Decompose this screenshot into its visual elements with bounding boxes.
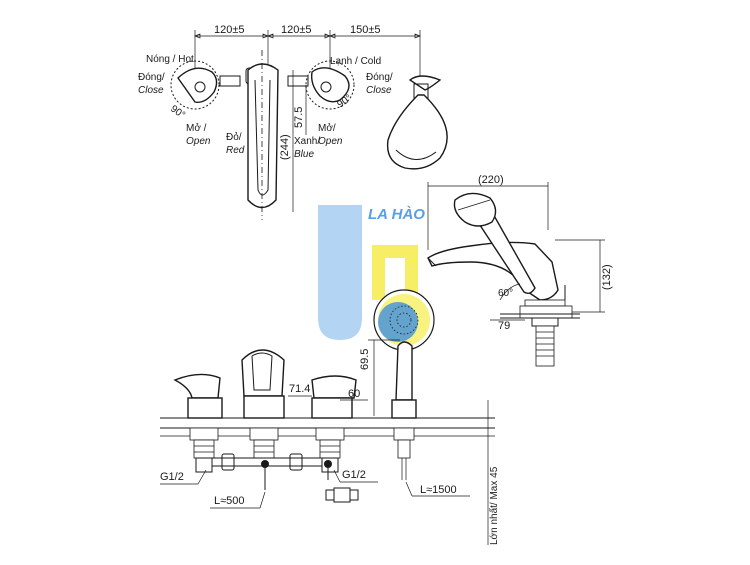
close-right-label: Đóng/ [366,72,393,83]
max-thickness-label: Lớn nhất/ Max 45 [488,466,500,545]
close-left-label: Đóng/ [138,72,165,83]
dim-120-left: 120±5 [214,24,245,36]
front-cold-handle [311,375,357,399]
shower-head-front [373,289,435,351]
blue-label-en: Blue [294,149,314,160]
dim-132: (132) [601,264,613,290]
open-left-label-en: Open [186,136,211,147]
open-left-label: Mở / [186,122,207,134]
close-right-label-en: Close [366,85,392,96]
front-view: Lớn nhất/ Max 45 71.4 60 69.5 [160,339,500,545]
blue-label: Xanh/ [294,136,320,147]
side-spout [427,241,559,301]
l-500-label: L≈500 [214,495,245,507]
dim-244: (244) [279,134,291,160]
top-view: 120±5 120±5 150±5 Nóng / Hot Đóng/ Close… [138,24,448,220]
dim-79: 79 [498,320,510,332]
g-left-label: G1/2 [160,471,184,483]
dim-220: (220) [478,174,504,186]
shower-holder-top [408,75,442,91]
dim-120-right: 120±5 [281,24,312,36]
shower-head-top [386,94,448,170]
hot-label: Nóng / Hot [146,54,194,65]
dim-57-5: 57.5 [293,107,305,128]
dim-69-5: 69.5 [359,349,371,370]
cold-rotation-arc [305,60,355,110]
front-spout [241,349,285,397]
side-shower-head [453,192,497,227]
side-view: (220) (132) 60° 79 [427,174,613,367]
open-right-label: Mở/ [318,122,336,134]
g-right-label: G1/2 [342,469,366,481]
hot-rotation-arc [170,60,220,110]
red-label-en: Red [226,145,245,156]
angle-60-label: 60° [498,288,513,299]
watermark-logo: LA HÀO [318,205,425,340]
watermark-blue-bar [318,205,362,340]
open-right-label-en: Open [318,136,343,147]
dim-150: 150±5 [350,24,381,36]
watermark-yellow-shape [372,245,418,300]
dim-60: 60 [348,388,360,400]
front-hot-handle [173,373,221,399]
red-label: Đỏ/ [226,131,242,143]
dim-71-4: 71.4 [289,383,310,395]
cold-label: Lạnh / Cold [330,56,381,67]
watermark-text: LA HÀO [368,206,425,223]
l-1500-label: L≈1500 [420,484,457,496]
close-left-label-en: Close [138,85,164,96]
front-shower-handle [395,341,413,401]
hot-handle [177,67,218,103]
spout-top [247,63,279,209]
